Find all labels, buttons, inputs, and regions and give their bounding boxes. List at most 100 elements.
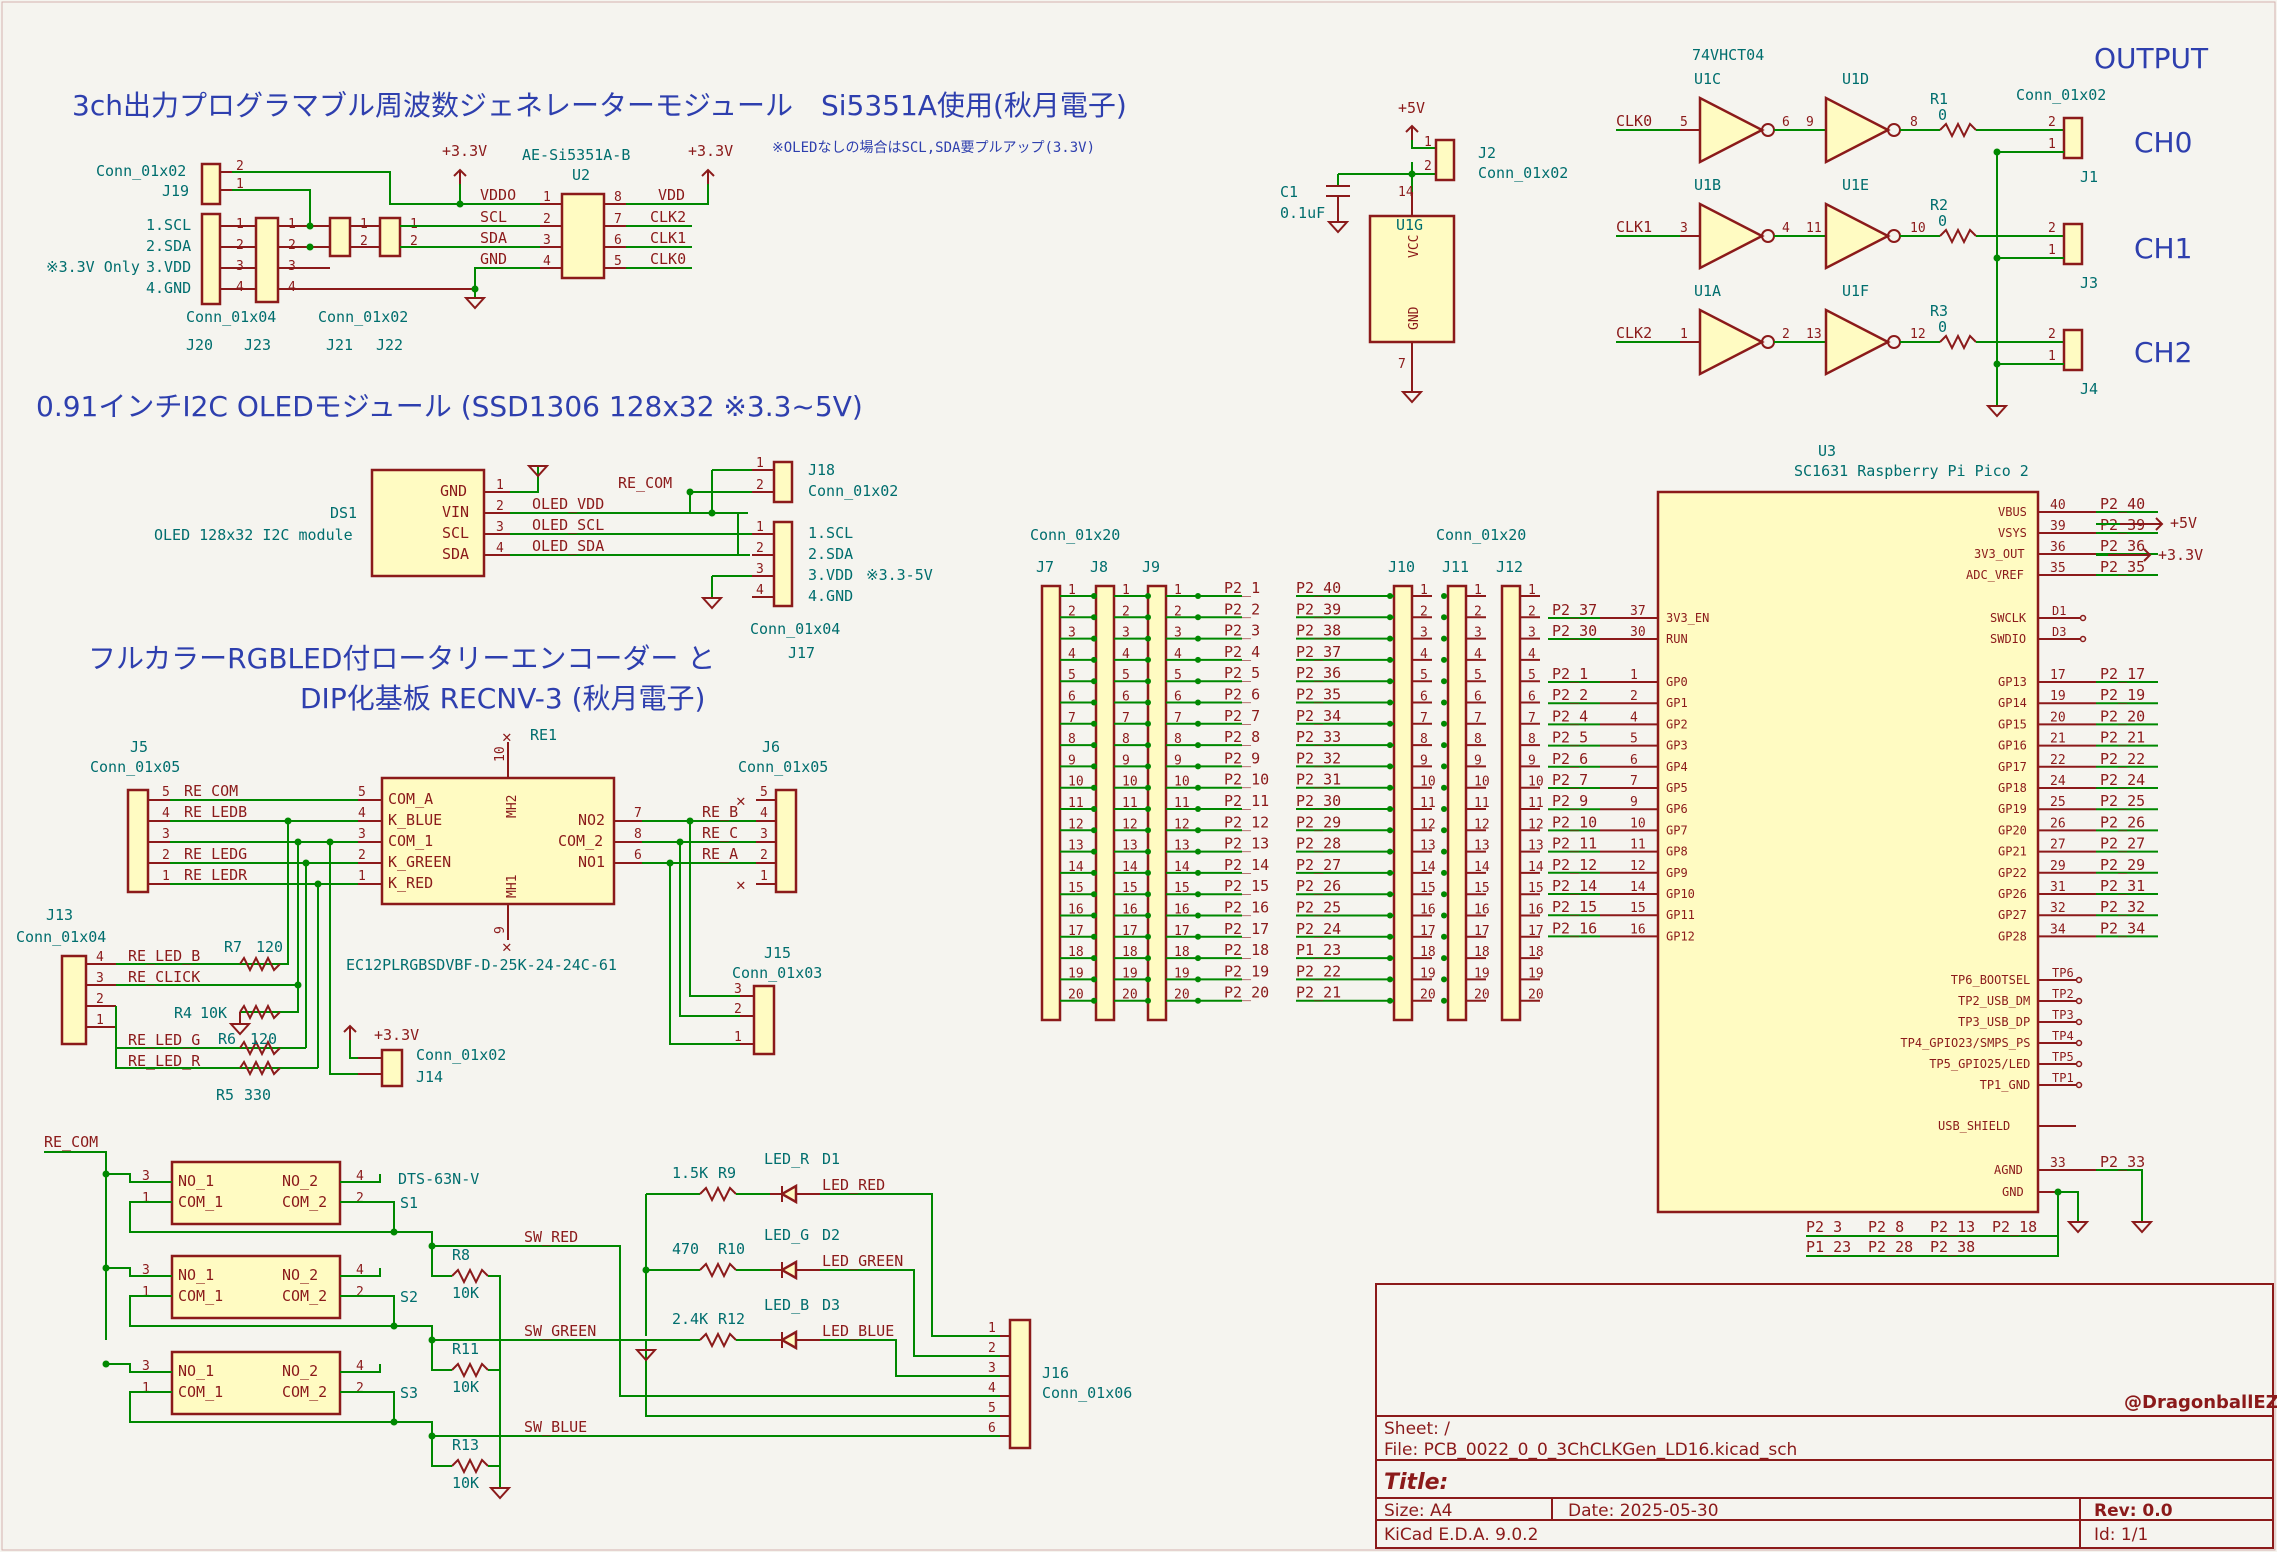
pico-net-label: P2_37 [1552, 601, 1597, 619]
svg-text:3: 3 [358, 827, 366, 842]
header-pin-num: 1 [1528, 583, 1536, 598]
re1-pin-kgreen: K_GREEN [388, 853, 451, 871]
power-section: +5V 12 J2 Conn_01x02 C1 0.1uF 14 7 U1G V… [1280, 99, 1568, 404]
pico-net-label: P2_34 [2100, 919, 2145, 937]
svg-text:2: 2 [1424, 159, 1432, 174]
header-pin-num: 5 [1420, 668, 1428, 683]
j5-pin-4: 4 [162, 806, 170, 821]
svg-text:✕: ✕ [502, 727, 512, 746]
junction [1091, 699, 1097, 706]
junction [1441, 848, 1447, 855]
svg-text:4: 4 [756, 583, 764, 598]
header-pin-num: 4 [1068, 647, 1076, 662]
switch-pin-num: 4 [356, 1169, 364, 1184]
junction [1441, 976, 1447, 983]
header-pin-num: 20 [1528, 988, 1544, 1003]
junction [1441, 678, 1447, 685]
j16-pin-num: 5 [988, 1401, 996, 1416]
header-pin-num: 9 [1122, 753, 1130, 768]
pulldown-ref: R8 [452, 1246, 470, 1264]
header-net-label: P2_32 [1296, 749, 1341, 767]
ch0-label: CH0 [2134, 126, 2192, 159]
pico-pin-num: 30 [1630, 625, 1646, 640]
junction [1441, 997, 1447, 1004]
header-pin-num: 12 [1420, 817, 1436, 832]
header-net-label: P2_18 [1224, 941, 1269, 959]
u1g-vcc: VCC [1407, 235, 1422, 258]
svg-text:2: 2 [236, 238, 244, 253]
conn-pin: 1 [2048, 349, 2056, 364]
file-label: File: PCB_0022_0_0_3ChCLKGen_LD16.kicad_… [1384, 1440, 1797, 1460]
ds1-oled [370, 468, 486, 578]
pico-net-label: P2_9 [1552, 792, 1588, 810]
pico-pin-name: GP1 [1666, 696, 1688, 710]
led-net-label: LED_GREEN [822, 1252, 903, 1270]
junction [1195, 933, 1201, 940]
svg-text:10: 10 [493, 746, 508, 762]
led-name: LED_B [764, 1296, 809, 1314]
pico-pin-name: GP22 [1998, 866, 2027, 880]
header-pin-num: 12 [1528, 817, 1544, 832]
svg-text:4: 4 [236, 280, 244, 295]
svg-text:1: 1 [760, 869, 768, 884]
switch-pin-com2: COM_2 [282, 1383, 327, 1401]
resistor-value: 0 [1938, 212, 1947, 230]
led-resistor-ref: R10 [718, 1240, 745, 1258]
tool-label: KiCad E.D.A. 9.0.2 [1384, 1525, 1538, 1545]
header-net-label: P2_36 [1296, 664, 1341, 682]
header-pin-num: 11 [1174, 796, 1190, 811]
header-pin-num: 19 [1420, 966, 1436, 981]
gate-pin-num: 11 [1806, 221, 1822, 236]
svg-text:3: 3 [96, 971, 104, 986]
header-net-label: P2_3 [1224, 622, 1260, 640]
re1-pin-kblue: K_BLUE [388, 811, 442, 829]
pico-pin-name: TP6_BOOTSEL [1951, 973, 2030, 987]
header-pin-num: 17 [1420, 924, 1436, 939]
header-pin-num: 17 [1174, 924, 1190, 939]
gate-pin-num: 1 [1680, 327, 1688, 342]
gate-a-ref: U1C [1694, 70, 1721, 88]
pico-net-label: P2_33 [2100, 1153, 2145, 1171]
header-pin-num: 18 [1122, 945, 1138, 960]
re1-pin-no2: NO2 [578, 811, 605, 829]
junction [1441, 806, 1447, 812]
header-pin-num: 6 [1122, 690, 1130, 705]
svg-text:7: 7 [614, 212, 622, 227]
header-pin-num: 7 [1174, 711, 1182, 726]
pico-pin-name: TP1_GND [1980, 1078, 2031, 1092]
pin-header [1094, 584, 1116, 1022]
junction [1195, 742, 1201, 749]
header-pin-num: 3 [1174, 626, 1182, 641]
header-pin-num: 2 [1420, 604, 1428, 619]
header-pin-num: 16 [1068, 903, 1084, 918]
j5-pin-1: 1 [162, 869, 170, 884]
header-pin-num: 2 [1528, 604, 1536, 619]
pulldown-value: 10K [452, 1284, 479, 1302]
oled-net-recom: RE_COM [618, 474, 672, 492]
re1-value: EC12PLRGBSDVBF-D-25K-24-24C-61 [346, 956, 617, 974]
r7-ref: R7 [224, 938, 242, 956]
pico-gnd-net: P2_38 [1930, 1238, 1975, 1256]
pico-net-label: P2_2 [1552, 686, 1588, 704]
title-block: @DragonballEZ Sheet: / File: PCB_0022_0_… [1375, 1283, 2277, 1549]
switch-ref: S3 [400, 1384, 418, 1402]
header-pin-num: 8 [1068, 732, 1076, 747]
header-pin-num: 20 [1474, 988, 1490, 1003]
pico-pin-num: 12 [1630, 859, 1646, 874]
junction [1091, 912, 1097, 919]
pico-pin-name: GP2 [1666, 717, 1688, 731]
svg-text:2: 2 [236, 159, 244, 174]
junction [1441, 869, 1447, 876]
junction [1091, 976, 1097, 983]
j13-ref: J13 [46, 906, 73, 924]
j13-value: Conn_01x04 [16, 928, 106, 946]
junction [1091, 763, 1097, 770]
pico-pin-name: GP13 [1998, 675, 2027, 689]
header-net-label: P2_17 [1224, 920, 1269, 938]
junction [1441, 720, 1447, 727]
switch-pin-com2: COM_2 [282, 1193, 327, 1211]
header-pin-num: 7 [1420, 711, 1428, 726]
header-ref: J9 [1142, 558, 1160, 576]
